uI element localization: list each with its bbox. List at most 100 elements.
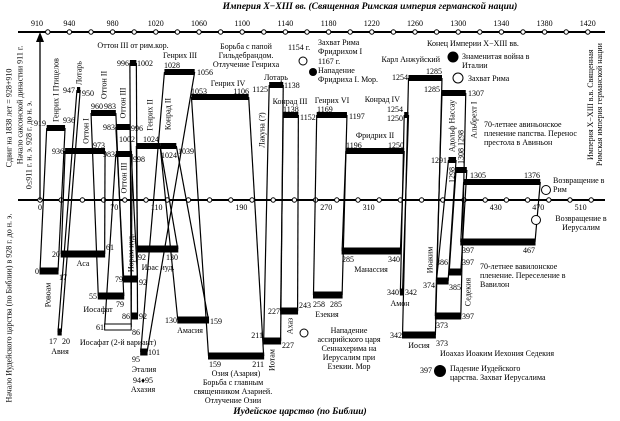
top-reign-bar (46, 125, 66, 131)
bottom-axis-label: 110 (151, 203, 163, 212)
top-year-from: 960 (91, 102, 103, 111)
connector-line (401, 77, 410, 336)
fall-year: 397 (420, 366, 432, 375)
bottom-reign-bar (434, 312, 462, 320)
bottom-year-to: 340 (388, 255, 400, 264)
top-year-from: 1125 (252, 85, 268, 94)
connector-line (159, 145, 179, 321)
top-year-from: 1196 (346, 141, 362, 150)
bottom-year-from: 227 (268, 307, 280, 316)
bottom-ruler-name: Иосия (408, 341, 430, 350)
top-ruler-name: Лотарь (75, 61, 84, 85)
top-ruler-name: Лотарь (264, 73, 288, 82)
fall-judah-note: Падение Иудейского царства. Захват Иерус… (450, 364, 546, 382)
bottom-ruler-name: Озия (Азария) (212, 369, 261, 378)
bottom-year-to: 467 (523, 246, 535, 255)
connector-line (399, 114, 405, 293)
top-year-to: 1308 (457, 148, 466, 164)
top-ruler-name: Оттон III от рим.кор. (97, 41, 168, 50)
top-reign-bar (456, 167, 467, 173)
bottom-year-from: 95 (132, 355, 140, 364)
bottom-year-to: 86 (132, 328, 140, 337)
rome-capture2-note: Захват Рима (468, 74, 510, 83)
bottom-axis-label: 430 (490, 203, 502, 212)
top-ruler-name: Конрад III (273, 97, 308, 106)
top-axis-tick (412, 29, 418, 35)
top-axis-tick (433, 29, 440, 35)
top-year-from: 1028 (164, 61, 180, 70)
top-title: Империя X−XIII вв. (Священная Римская им… (222, 2, 518, 12)
top-axis-tick (239, 29, 245, 35)
top-reign-bar (316, 112, 347, 118)
top-ruler-name: Карл Анжуйский (381, 55, 440, 64)
connector-line (39, 127, 48, 272)
top-year-from: 947 (63, 86, 75, 95)
bottom-year-from: 159 (209, 360, 221, 369)
top-axis-label: 1260 (407, 19, 423, 28)
top-axis-tick (455, 29, 461, 35)
italy-war-note: Знаменитая война в Италии (462, 52, 530, 70)
bottom-reign-bar (263, 337, 282, 345)
top-year-to: 1106 (233, 87, 249, 96)
connector-line (435, 159, 450, 282)
bottom-year-to: 373 (436, 339, 448, 348)
bottom-ruler-name: Иорам иуд. (127, 234, 136, 272)
bottom-year-from: 285 (342, 255, 354, 264)
gregory-note: Борьба с папой Гильдебрандом. Отлучение … (212, 42, 280, 69)
bottom-axis-tick (376, 197, 382, 203)
top-axis-label: 1140 (278, 19, 294, 28)
connector-line (159, 145, 179, 250)
top-reign-bar (283, 112, 299, 118)
bottom-axis-label: 470 (532, 203, 544, 212)
top-axis-tick (563, 29, 569, 35)
connector-line (312, 114, 318, 296)
top-axis-tick (88, 29, 94, 35)
bottom-reign-bar (208, 352, 265, 360)
bottom-year-to: 227 (282, 341, 294, 350)
bottom-year-from: 342 (390, 331, 402, 340)
top-axis-label: 1100 (234, 19, 250, 28)
bottom-ruler-name: Езекия (315, 310, 339, 319)
top-axis-tick (174, 29, 181, 35)
shift-label: Сдвиг на 1838 лет = 928+910 (5, 69, 14, 168)
connector-line (129, 62, 132, 317)
top-reign-bar (115, 151, 133, 157)
bottom-axis-tick (482, 197, 488, 203)
bottom-axis-tick (355, 197, 361, 203)
top-ruler-name: Генрих II (146, 99, 155, 131)
top-ruler-name: Генрих IV (211, 79, 246, 88)
connector-line (190, 96, 210, 357)
rome-1154-marker-icon (298, 56, 308, 66)
top-axis-tick (66, 29, 73, 35)
bottom-year-from: 373 (436, 321, 448, 330)
bottom-axis-tick (567, 197, 573, 203)
top-year-from: 1053 (191, 87, 207, 96)
bottom-axis-label: 310 (363, 203, 375, 212)
bottom-reign-bar (341, 247, 401, 255)
fall-judah-marker-icon (434, 365, 446, 377)
top-axis-tick (325, 29, 332, 35)
top-ruler-name: Генрих VI (315, 96, 350, 105)
top-reign-bar (269, 82, 284, 88)
top-ruler-name: Конрад IV (365, 95, 401, 104)
bottom-axis-tick (588, 197, 594, 203)
bottom-ruler-name: Авия (51, 347, 69, 356)
connector-line (460, 181, 465, 243)
top-axis-label: 1220 (364, 19, 380, 28)
avignon-note: 70-летнее авиньонское пленение папства. … (484, 120, 577, 147)
connector-line (57, 89, 78, 333)
top-ruler-name: Оттон III (120, 162, 129, 193)
connector-line (296, 114, 299, 312)
bottom-ruler-name: Амасия (177, 326, 203, 335)
top-axis-tick (477, 29, 483, 35)
babylon-note: 70-летнее вавилонское пленение. Переселе… (480, 262, 566, 289)
bottom-year-to: 61 (106, 243, 114, 252)
bottom-year-to: 285 (330, 300, 342, 309)
bottom-reign-bar (137, 245, 179, 253)
top-reign-bar (463, 179, 541, 185)
top-year-from: 996 (117, 59, 129, 68)
top-ruler-name: Адольф Нассау (448, 100, 457, 152)
top-reign-bar (448, 157, 457, 163)
top-year-to: 973 (93, 141, 105, 150)
